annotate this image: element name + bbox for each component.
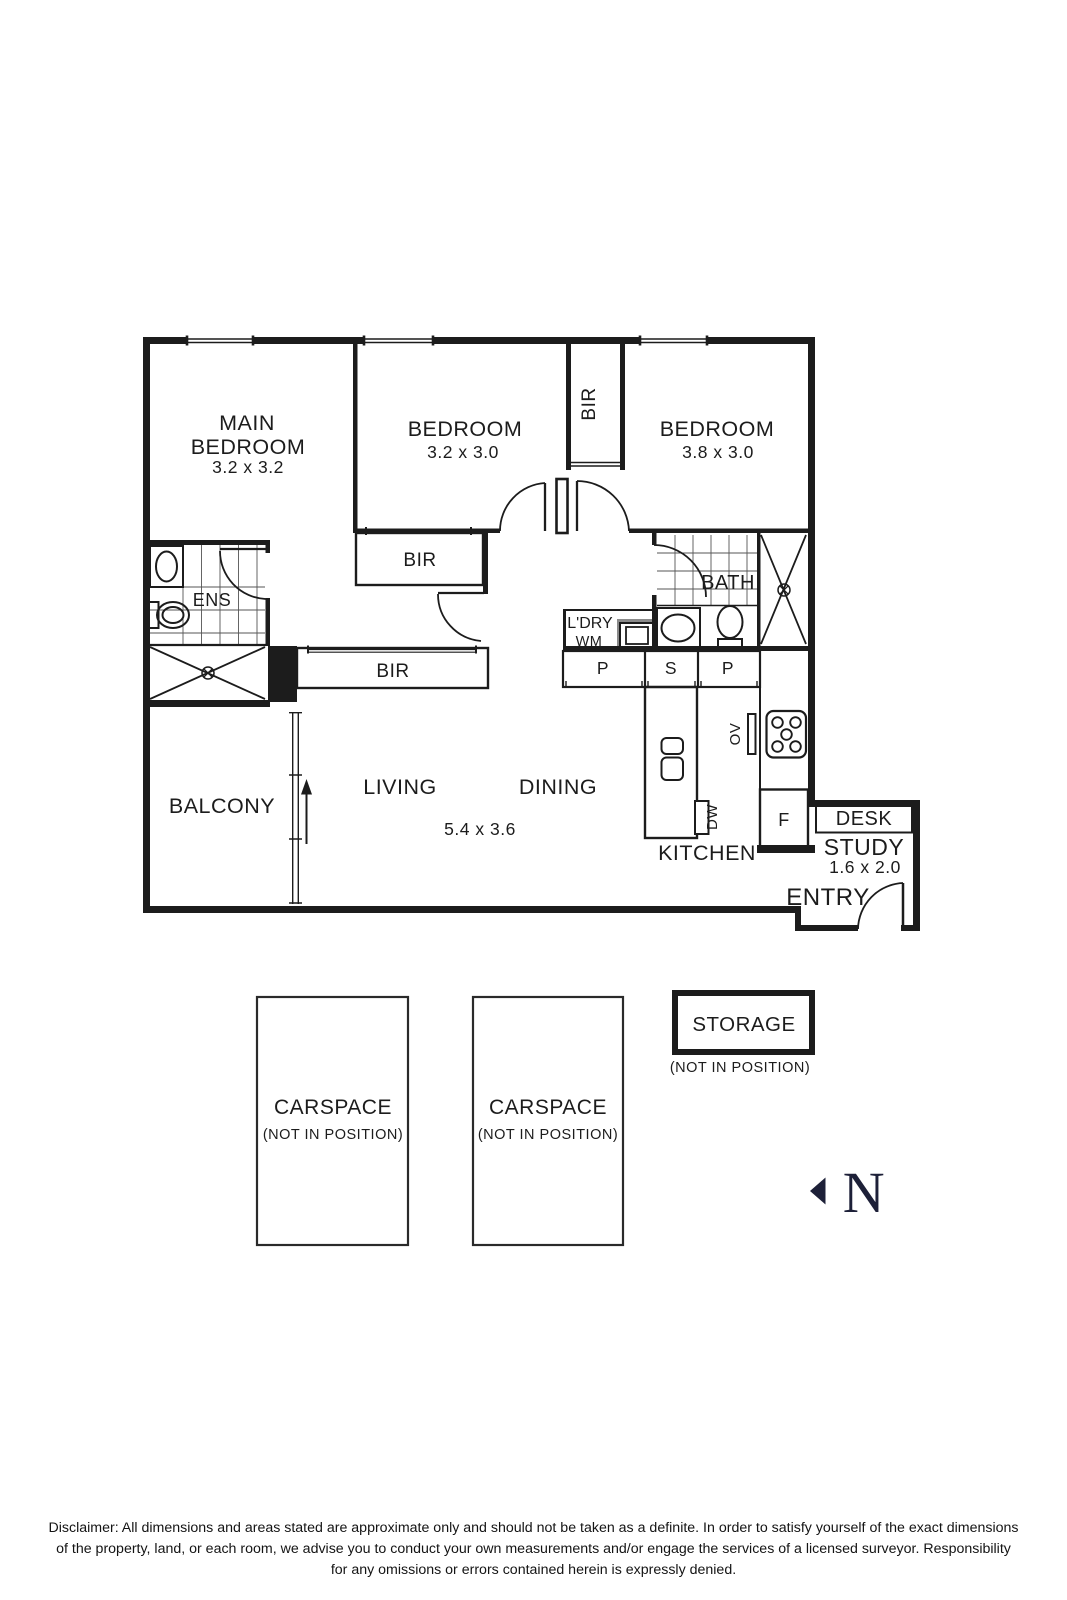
oven-box xyxy=(747,713,757,755)
ens-tile-grid xyxy=(150,545,265,644)
ens-toilet-bowl-inner xyxy=(161,606,185,624)
bir-closet-shelf xyxy=(571,461,620,467)
kitchen-island xyxy=(643,685,699,840)
room-labels: MAIN BEDROOM 3.2 x 3.2 BEDROOM 3.2 x 3.0… xyxy=(169,387,904,911)
bedroom3-dims: 3.8 x 3.0 xyxy=(682,442,754,462)
disclaimer-line-2: of the property, land, or each room, we … xyxy=(56,1541,1011,1557)
cooktop xyxy=(765,709,808,759)
disclaimer: Disclaimer: All dimensions and areas sta… xyxy=(0,1518,1067,1581)
wall-bottom xyxy=(143,906,801,913)
wm-box-inner xyxy=(625,626,649,645)
disclaimer-line-3: for any omissions or errors contained he… xyxy=(330,1562,737,1578)
north-arrow-icon xyxy=(810,1177,826,1205)
walls xyxy=(143,337,920,931)
shelf-label: S xyxy=(665,658,677,678)
oven-label: OV xyxy=(727,723,744,746)
sink-bowl-1 xyxy=(660,737,684,755)
cooktop-burners xyxy=(771,716,802,753)
living-dims: 5.4 x 3.6 xyxy=(444,819,516,839)
main-bedroom-dims: 3.2 x 3.2 xyxy=(212,457,284,477)
parking-area: CARSPACE (NOT IN POSITION) CARSPACE (NOT… xyxy=(255,990,815,1247)
bedroom2-label: BEDROOM xyxy=(408,417,523,441)
carspace2-note: (NOT IN POSITION) xyxy=(478,1127,618,1143)
pantry-right-label: P xyxy=(722,658,734,678)
bath-basin xyxy=(660,613,696,643)
ens-label: ENS xyxy=(193,590,232,610)
door-spur xyxy=(555,477,569,535)
storage-label: STORAGE xyxy=(692,1013,795,1036)
carspace1-box xyxy=(255,995,410,1247)
study-label: STUDY xyxy=(824,834,904,860)
carspace2-label: CARSPACE xyxy=(489,1096,607,1119)
storage-box xyxy=(672,990,815,1055)
doors xyxy=(219,480,905,930)
desk-label: DESK xyxy=(836,808,893,830)
carspace1-label: CARSPACE xyxy=(274,1096,392,1119)
wall-left xyxy=(143,337,150,913)
pantry-left-label: P xyxy=(597,658,609,678)
fridge-label: F xyxy=(778,810,790,830)
main-bedroom-label-2: BEDROOM xyxy=(191,435,306,459)
pantry-dividers xyxy=(643,651,700,687)
carspace1-note: (NOT IN POSITION) xyxy=(263,1127,403,1143)
bir-closet-label: BIR xyxy=(579,387,600,420)
living-label: LIVING xyxy=(363,775,437,799)
dishwasher-box xyxy=(694,800,710,835)
bir-main-label: BIR xyxy=(376,661,409,682)
laundry-label: L'DRY xyxy=(567,615,613,632)
wall-right xyxy=(808,337,815,807)
main-bedroom-label-1: MAIN xyxy=(219,411,275,435)
ens-toilet-bowl xyxy=(156,601,190,629)
pier xyxy=(268,646,297,702)
north-label: N xyxy=(843,1160,885,1225)
dining-label: DINING xyxy=(519,775,597,799)
disclaimer-line-1: Disclaimer: All dimensions and areas sta… xyxy=(48,1520,1019,1536)
bir-bed2-label: BIR xyxy=(403,550,436,571)
study-dims: 1.6 x 2.0 xyxy=(829,857,901,877)
bath-tile-grid xyxy=(657,535,757,605)
bath-shower-drain xyxy=(777,583,791,597)
balcony-slider xyxy=(289,712,302,904)
storage-note: (NOT IN POSITION) xyxy=(670,1060,810,1076)
dishwasher-label: DW xyxy=(704,804,721,830)
ens-shower-drain xyxy=(201,666,215,680)
sink-bowl-2 xyxy=(660,756,684,781)
bedroom2-dims: 3.2 x 3.0 xyxy=(427,442,499,462)
balcony-arrow-head xyxy=(301,779,312,795)
compass: N xyxy=(810,1160,885,1225)
windows xyxy=(187,338,707,344)
bath-label: BATH xyxy=(701,572,755,594)
carspace2-box xyxy=(471,995,625,1247)
pantry-ticks xyxy=(565,681,758,687)
balcony-label: BALCONY xyxy=(169,794,275,818)
kitchen-label: KITCHEN xyxy=(658,841,756,865)
bath-toilet-bowl xyxy=(716,605,744,639)
bedroom3-label: BEDROOM xyxy=(660,417,775,441)
wm-label: WM xyxy=(576,634,603,650)
ens-basin xyxy=(155,550,178,583)
entry-label: ENTRY xyxy=(786,884,869,911)
